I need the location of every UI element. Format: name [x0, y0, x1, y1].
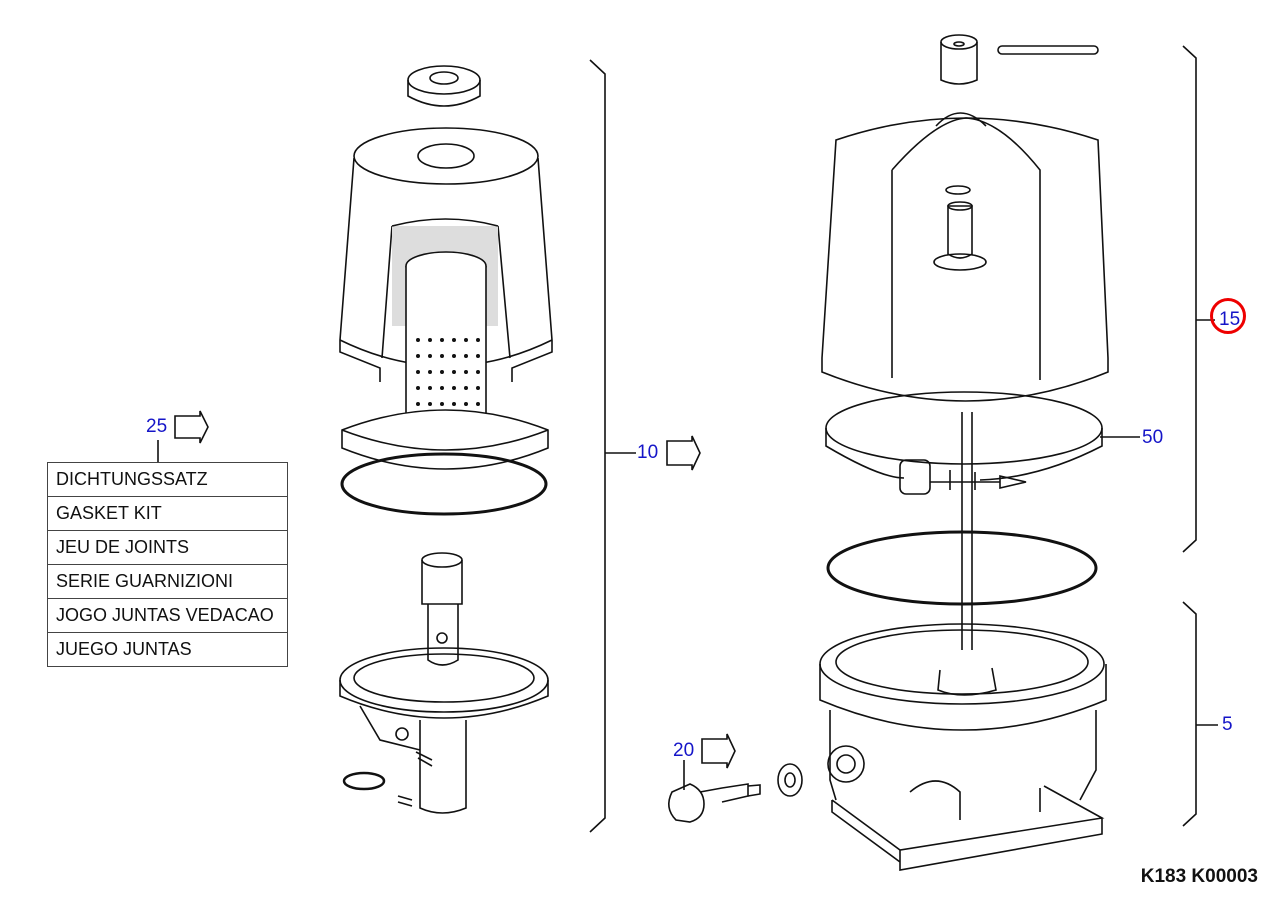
callout-10[interactable]: 10	[637, 442, 659, 463]
pin-part	[997, 45, 1099, 55]
callout-25[interactable]: 25	[146, 416, 168, 437]
arrow-box-20-icon	[701, 733, 736, 769]
disc-part	[341, 409, 549, 470]
kit-name-de: DICHTUNGSSATZ	[47, 462, 288, 497]
bowl-cover-part	[821, 112, 1109, 402]
arrow-box-25-icon	[174, 410, 209, 444]
nut-part	[407, 65, 481, 107]
kit-name-es: JUEGO JUNTAS	[47, 632, 288, 667]
sleeve-part	[940, 34, 978, 85]
callout-5[interactable]: 5	[1222, 714, 1233, 735]
bracket-5	[1182, 601, 1218, 827]
drain-plug-part	[668, 783, 761, 823]
callout-20[interactable]: 20	[673, 740, 695, 761]
perforated-tube-part	[405, 251, 487, 431]
spindle-base-part	[339, 552, 549, 814]
kit-name-pt: JOGO JUNTAS VEDACAO	[47, 598, 288, 633]
bowl-o-ring-part	[826, 530, 1098, 606]
callout-50[interactable]: 50	[1142, 427, 1164, 448]
callout-15[interactable]: 15	[1219, 309, 1241, 330]
o-ring-part	[340, 452, 548, 516]
washer-part	[777, 763, 803, 797]
housing-part	[819, 623, 1107, 871]
arrow-box-10-icon	[666, 435, 701, 471]
drawing-reference: K183 K00003	[1140, 866, 1258, 887]
gasket-kit-table: DICHTUNGSSATZ GASKET KIT JEU DE JOINTS S…	[47, 462, 288, 667]
washer-hole	[784, 772, 796, 788]
bracket-15	[1182, 45, 1215, 553]
kit-name-en: GASKET KIT	[47, 496, 288, 531]
clamp-band-part	[825, 391, 1103, 495]
kit-name-fr: JEU DE JOINTS	[47, 530, 288, 565]
bracket-10	[589, 59, 636, 833]
kit-name-it: SERIE GUARNIZIONI	[47, 564, 288, 599]
